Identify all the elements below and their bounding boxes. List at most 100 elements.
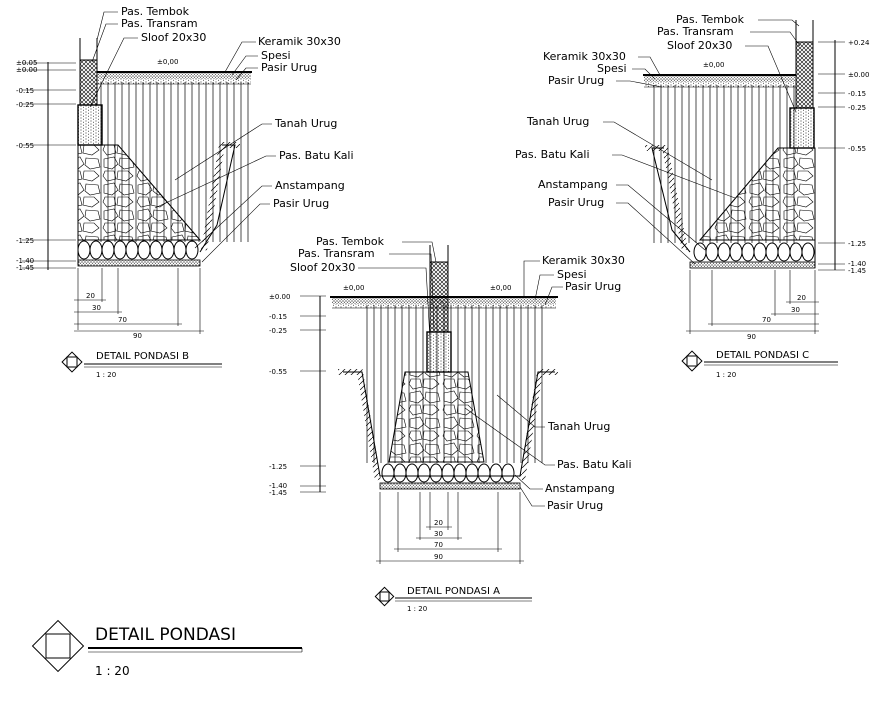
detail-a-title-icon bbox=[374, 586, 395, 607]
label-c-pas-tembok: Pas. Tembok bbox=[676, 13, 745, 26]
label-a-pas-transram: Pas. Transram bbox=[298, 247, 375, 260]
level-a-3: -0.55 bbox=[269, 368, 287, 376]
level-a-5: -1.40 bbox=[269, 482, 287, 490]
label-c-pas-transram: Pas. Transram bbox=[657, 25, 734, 38]
level-b-2: -0.15 bbox=[16, 87, 34, 95]
label-b-tanah-urug: Tanah Urug bbox=[274, 117, 337, 130]
dimensions-c: 20 30 70 90 bbox=[686, 270, 819, 341]
floor-mark-a-right: ±0,00 bbox=[490, 284, 511, 292]
detail-c-scale: 1 : 20 bbox=[716, 371, 736, 379]
label-a-pas-tembok: Pas. Tembok bbox=[316, 235, 385, 248]
detail-a-scale: 1 : 20 bbox=[407, 605, 427, 613]
dim-c-30: 30 bbox=[791, 306, 800, 314]
level-scale-c: +0.24 ±0.00 -0.15 -0.25 -0.55 -1.25 -1.4… bbox=[818, 39, 870, 275]
dim-a-30: 30 bbox=[434, 530, 443, 538]
detail-c-title-icon bbox=[681, 350, 703, 372]
label-b-keramik: Keramik 30x30 bbox=[258, 35, 341, 48]
label-a-sloof: Sloof 20x30 bbox=[290, 261, 355, 274]
level-c-0: +0.24 bbox=[848, 39, 870, 47]
level-c-4: -0.55 bbox=[848, 145, 866, 153]
level-c-3: -0.25 bbox=[848, 104, 866, 112]
dim-b-20: 20 bbox=[86, 292, 95, 300]
main-title: DETAIL PONDASI bbox=[95, 625, 236, 645]
dim-b-90: 90 bbox=[133, 332, 142, 340]
level-c-2: -0.15 bbox=[848, 90, 866, 98]
title-block-a: DETAIL PONDASI A 1 : 20 bbox=[374, 586, 532, 613]
label-b-pasir-urug-top: Pasir Urug bbox=[261, 61, 317, 74]
label-b-pasir-urug-bottom: Pasir Urug bbox=[273, 197, 329, 210]
label-b-pas-transram: Pas. Transram bbox=[121, 17, 198, 30]
main-scale: 1 : 20 bbox=[95, 664, 130, 678]
label-b-pas-tembok: Pas. Tembok bbox=[121, 5, 190, 18]
level-c-5: -1.25 bbox=[848, 240, 866, 248]
detail-b-title: DETAIL PONDASI B bbox=[96, 351, 189, 362]
level-a-4: -1.25 bbox=[269, 463, 287, 471]
dim-a-70: 70 bbox=[434, 541, 443, 549]
detail-pondasi-c: ±0,00 +0.24 ±0.00 -0.15 -0.25 -0.55 -1.2… bbox=[515, 13, 870, 379]
level-b-5: -1.25 bbox=[16, 237, 34, 245]
label-c-pasir-urug-top: Pasir Urug bbox=[548, 74, 604, 87]
dim-c-90: 90 bbox=[747, 333, 756, 341]
floor-mark-a-left: ±0,00 bbox=[343, 284, 364, 292]
level-c-6: -1.40 bbox=[848, 260, 866, 268]
detail-pondasi-b: ±0,00 ±0.05 ±0.00 -0.15 -0.25 -0.55 -1.2… bbox=[16, 5, 354, 379]
level-b-3: -0.25 bbox=[16, 101, 34, 109]
level-scale-a: ±0.00 -0.15 -0.25 -0.55 -1.25 -1.40 -1.4… bbox=[269, 293, 326, 497]
detail-b-title-icon bbox=[61, 351, 83, 373]
label-a-pas-batu-kali: Pas. Batu Kali bbox=[557, 458, 632, 471]
leaders-a: Pas. Tembok Pas. Transram Sloof 20x30 Ke… bbox=[290, 235, 632, 512]
label-b-pas-batu-kali: Pas. Batu Kali bbox=[279, 149, 354, 162]
label-a-pasir-urug-top: Pasir Urug bbox=[565, 280, 621, 293]
main-title-block: DETAIL PONDASI 1 : 20 bbox=[31, 619, 303, 678]
title-block-b: DETAIL PONDASI B 1 : 20 bbox=[61, 351, 222, 379]
label-a-anstampang: Anstampang bbox=[545, 482, 615, 495]
label-b-anstampang: Anstampang bbox=[275, 179, 345, 192]
anstampang-stones-c bbox=[693, 242, 815, 262]
level-c-1: ±0.00 bbox=[848, 71, 869, 79]
label-c-spesi: Spesi bbox=[597, 62, 627, 75]
dim-a-90: 90 bbox=[434, 553, 443, 561]
level-b-0: ±0.05 bbox=[16, 59, 37, 67]
dim-a-20: 20 bbox=[434, 519, 443, 527]
label-a-tanah-urug: Tanah Urug bbox=[547, 420, 610, 433]
dim-b-30: 30 bbox=[92, 304, 101, 312]
level-c-7: -1.45 bbox=[848, 267, 866, 275]
detail-c-title: DETAIL PONDASI C bbox=[716, 350, 809, 361]
main-title-icon bbox=[31, 619, 85, 673]
level-a-0: ±0.00 bbox=[269, 293, 290, 301]
dimensions-b: 20 30 70 90 bbox=[74, 268, 204, 340]
level-scale-b: ±0.05 ±0.00 -0.15 -0.25 -0.55 -1.25 -1.4… bbox=[16, 59, 76, 272]
floor-mark-c: ±0,00 bbox=[703, 61, 724, 69]
label-b-sloof: Sloof 20x30 bbox=[141, 31, 206, 44]
level-a-2: -0.25 bbox=[269, 327, 287, 335]
dim-b-70: 70 bbox=[118, 316, 127, 324]
label-c-keramik: Keramik 30x30 bbox=[543, 50, 626, 63]
detail-a-title: DETAIL PONDASI A bbox=[407, 586, 500, 597]
label-a-pasir-urug-bottom: Pasir Urug bbox=[547, 499, 603, 512]
anstampang-stones bbox=[381, 463, 515, 483]
level-b-6: -1.40 bbox=[16, 257, 34, 265]
label-c-pasir-urug-bottom: Pasir Urug bbox=[548, 196, 604, 209]
label-c-anstampang: Anstampang bbox=[538, 178, 608, 191]
leaders-c: Pas. Tembok Pas. Transram Sloof 20x30 Ke… bbox=[515, 13, 801, 265]
level-b-1: ±0.00 bbox=[16, 66, 37, 74]
level-a-6: -1.45 bbox=[269, 489, 287, 497]
label-a-keramik: Keramik 30x30 bbox=[542, 254, 625, 267]
label-a-spesi: Spesi bbox=[557, 268, 587, 281]
dimensions-a: 20 30 70 90 bbox=[376, 492, 524, 564]
dim-c-20: 20 bbox=[797, 294, 806, 302]
level-a-1: -0.15 bbox=[269, 313, 287, 321]
level-b-7: -1.45 bbox=[16, 264, 34, 272]
label-c-sloof: Sloof 20x30 bbox=[667, 39, 732, 52]
label-c-pas-batu-kali: Pas. Batu Kali bbox=[515, 148, 590, 161]
detail-b-scale: 1 : 20 bbox=[96, 371, 116, 379]
detail-pondasi-a: ±0,00 ±0,00 ±0.00 -0.15 -0.25 -0.55 -1.2… bbox=[269, 235, 632, 613]
anstampang-stones-b bbox=[77, 240, 199, 260]
title-block-c: DETAIL PONDASI C 1 : 20 bbox=[681, 350, 838, 379]
leaders-b: Pas. Tembok Pas. Transram Sloof 20x30 Ke… bbox=[89, 5, 354, 263]
dim-c-70: 70 bbox=[762, 316, 771, 324]
label-b-spesi: Spesi bbox=[261, 49, 291, 62]
floor-mark-b: ±0,00 bbox=[157, 58, 178, 66]
